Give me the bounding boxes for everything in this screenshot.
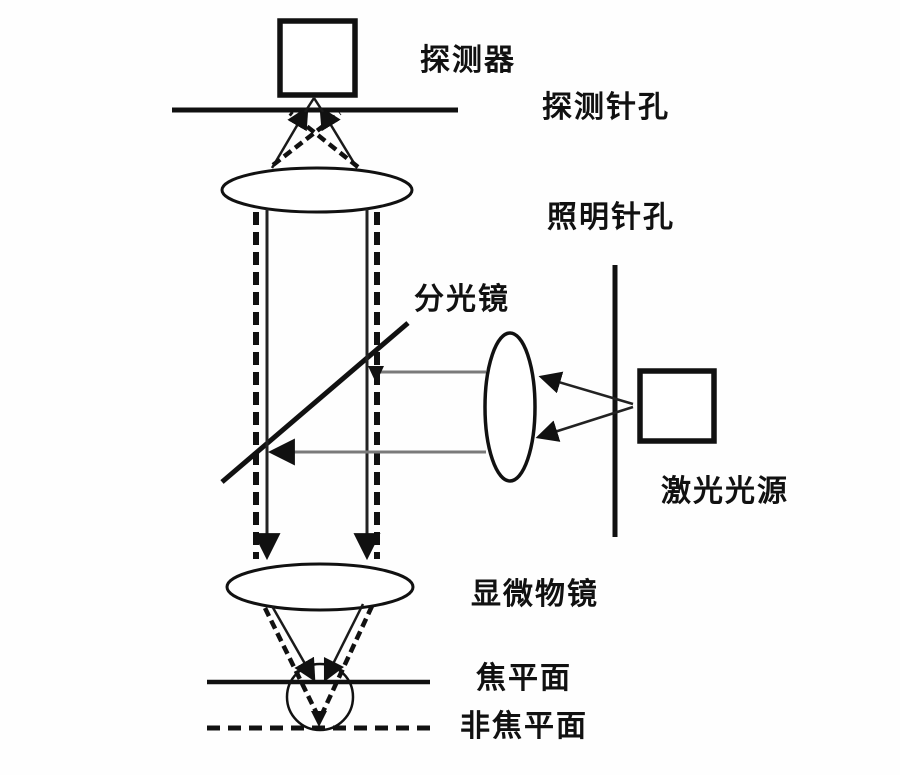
- detection-ray-left-tip: [303, 97, 316, 113]
- laser-box: [637, 368, 717, 444]
- out-of-focus-ray-right: [319, 605, 375, 715]
- collimator-lens-ellipse: [483, 331, 537, 483]
- out-of-focus-ray-left: [262, 607, 320, 715]
- label-focal-plane: 焦平面: [476, 661, 572, 696]
- blocked-ray-right: [288, 111, 360, 169]
- illumination-reflect-arrow: [368, 366, 384, 383]
- label-objective-lens: 显微物镜: [471, 577, 599, 612]
- beam-splitter-line: [220, 321, 410, 484]
- label-illumination-pinhole: 照明针孔: [547, 200, 675, 235]
- label-laser-source: 激光光源: [661, 474, 789, 509]
- detection-ray-right-tip: [312, 97, 325, 113]
- label-detector: 探测器: [420, 43, 516, 78]
- label-detection-pinhole: 探测针孔: [542, 90, 670, 125]
- detector-box: [277, 18, 358, 98]
- focus-ray-left: [270, 605, 316, 682]
- label-non-focal-plane: 非焦平面: [460, 709, 588, 744]
- objective-lens-ellipse: [225, 562, 415, 612]
- label-beam-splitter: 分光镜: [414, 282, 510, 317]
- laser-ray-lower: [535, 405, 634, 442]
- out-of-focus-arrow: [311, 711, 327, 727]
- tube-lens-ellipse: [220, 166, 414, 214]
- blocked-ray-left: [271, 111, 342, 167]
- focus-ray-right: [323, 603, 365, 683]
- laser-ray-upper: [538, 371, 634, 406]
